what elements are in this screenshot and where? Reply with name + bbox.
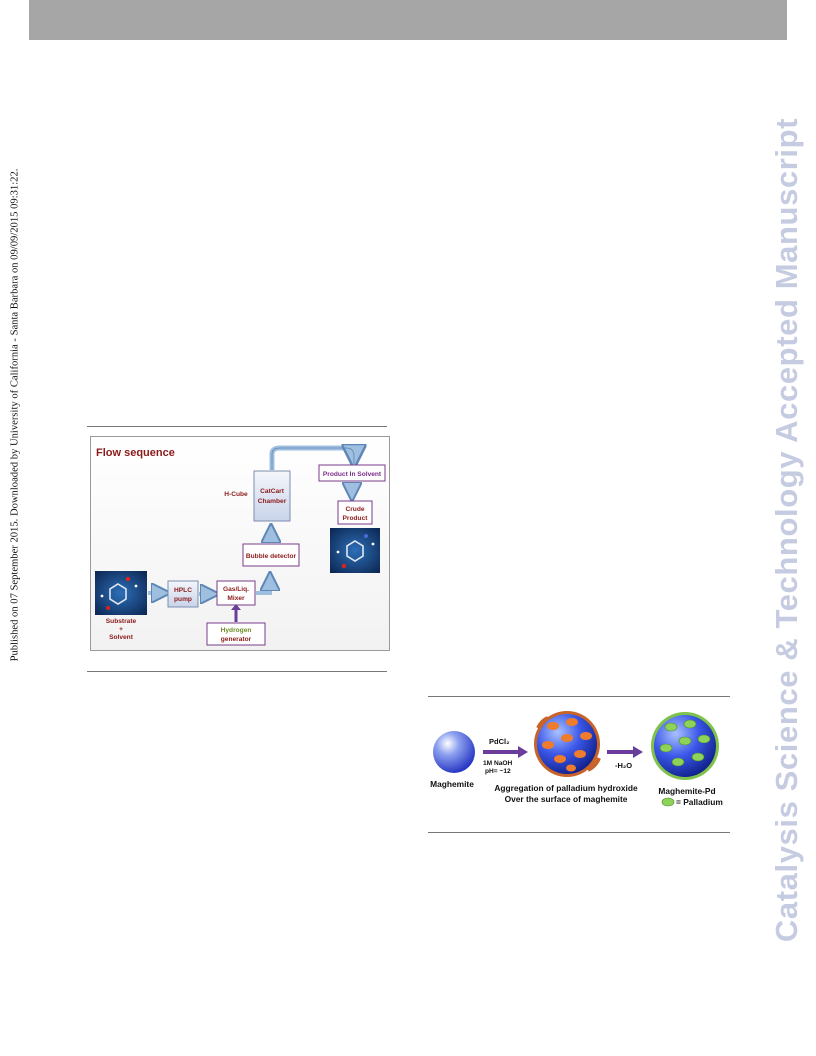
hydrogen-generator-box <box>206 622 266 646</box>
scheme-top-rule <box>428 696 730 697</box>
product-label: Product <box>343 515 369 522</box>
h-cube-label: H-Cube <box>224 491 248 498</box>
hydrogen-label: Hydrogen <box>221 627 252 634</box>
flow-title: Flow sequence <box>96 447 175 459</box>
crude-label: Crude <box>345 506 364 513</box>
mixer-label-line2: Mixer <box>227 595 245 602</box>
minus-h2o-label: -H₂O <box>615 761 632 770</box>
solvent-label: Solvent <box>109 634 134 641</box>
scheme-bottom-rule <box>428 832 730 833</box>
pump-label: pump <box>174 596 192 603</box>
watermark-text: Catalysis Science & Technology Accepted … <box>769 117 804 943</box>
chamber-label: Chamber <box>258 498 287 505</box>
maghemite-sphere <box>433 731 475 773</box>
mixer-box <box>216 580 256 606</box>
catcart-chamber-box <box>253 470 291 522</box>
substrate-molecule-image <box>95 571 147 615</box>
crude-product-box <box>337 500 373 525</box>
figure-top-rule <box>87 426 387 427</box>
journal-watermark: Catalysis Science & Technology Accepted … <box>760 110 814 950</box>
publication-note-text: Published on 07 September 2015. Download… <box>9 168 21 662</box>
header-bar <box>29 0 787 40</box>
naoh-label: 1M NaOH <box>483 760 513 767</box>
arrow-to-bubble-detector <box>256 575 270 595</box>
figure-bottom-rule <box>87 671 387 672</box>
aggregation-label-line1: Aggregation of palladium hydroxide <box>494 783 638 793</box>
palladium-legend-label: = Palladium <box>676 797 723 807</box>
catcart-label: CatCart <box>260 488 285 495</box>
flow-sequence-figure: Flow sequence Substrate + Solvent HPLC p… <box>90 436 390 651</box>
palladium-legend-icon <box>661 797 675 807</box>
substrate-label: Substrate <box>106 618 137 625</box>
hplc-label: HPLC <box>174 587 192 594</box>
mixer-label-line1: Gas/Liq. <box>223 586 249 593</box>
product-in-solvent-box <box>318 464 386 482</box>
intermediate-sphere <box>534 711 601 777</box>
product-molecule-image <box>330 528 380 573</box>
plus-label: + <box>119 626 123 633</box>
maghemite-pd-sphere <box>651 712 719 780</box>
bubble-detector-label: Bubble detector <box>246 553 297 560</box>
generator-label: generator <box>221 636 252 643</box>
hplc-pump-box <box>167 580 199 608</box>
maghemite-pd-label: Maghemite-Pd <box>658 786 715 796</box>
aggregation-label-line2: Over the surface of maghemite <box>505 794 628 804</box>
pdcl2-label: PdCl₂ <box>489 737 509 746</box>
maghemite-label: Maghemite <box>430 779 474 789</box>
bubble-detector-box <box>242 543 300 567</box>
ph-label: pH= ~12 <box>485 768 511 775</box>
publication-note: Published on 07 September 2015. Download… <box>2 165 28 665</box>
product-in-solvent-label: Product In Solvent <box>323 471 382 478</box>
maghemite-pd-scheme: Maghemite PdCl₂ 1M NaOH pH= ~12 -H₂O Agg… <box>430 711 723 807</box>
